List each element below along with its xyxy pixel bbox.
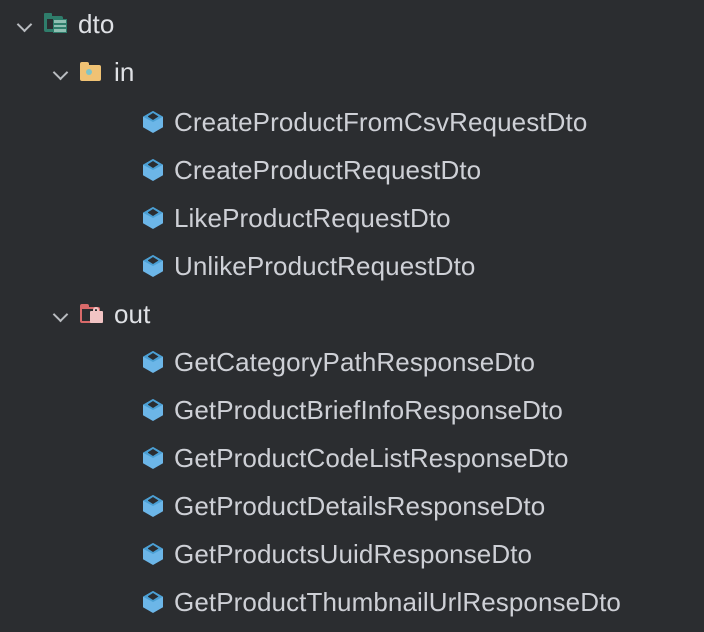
class-cube-icon (142, 350, 164, 374)
tree-node-label: GetProductBriefInfoResponseDto (174, 395, 563, 425)
folder-icon-red (80, 303, 104, 325)
tree-node-in[interactable]: in (0, 48, 704, 96)
class-cube-icon (142, 398, 164, 422)
tree-node-class[interactable]: GetProductBriefInfoResponseDto (0, 386, 704, 434)
tree-node-class[interactable]: CreateProductRequestDto (0, 146, 704, 194)
tree-node-out[interactable]: out (0, 290, 704, 338)
class-cube-icon (142, 590, 164, 614)
chevron-down-icon[interactable] (50, 61, 72, 83)
folder-icon-yellow (80, 61, 104, 83)
tree-node-class[interactable]: GetProductDetailsResponseDto (0, 482, 704, 530)
tree-node-label: UnlikeProductRequestDto (174, 251, 476, 281)
tree-node-label: GetProductCodeListResponseDto (174, 443, 569, 473)
class-cube-icon (142, 494, 164, 518)
tree-node-label: out (114, 299, 151, 329)
tree-node-class[interactable]: GetCategoryPathResponseDto (0, 338, 704, 386)
tree-node-class[interactable]: UnlikeProductRequestDto (0, 242, 704, 290)
tree-node-label: GetCategoryPathResponseDto (174, 347, 536, 377)
tree-node-label: CreateProductFromCsvRequestDto (174, 107, 588, 137)
tree-node-label: dto (78, 9, 115, 39)
module-folder-icon (44, 13, 68, 35)
chevron-down-icon[interactable] (50, 303, 72, 325)
tree-node-class[interactable]: CreateProductFromCsvRequestDto (0, 98, 704, 146)
tree-node-class[interactable]: LikeProductRequestDto (0, 194, 704, 242)
tree-node-label: LikeProductRequestDto (174, 203, 451, 233)
tree-node-label: in (114, 57, 135, 87)
class-cube-icon (142, 110, 164, 134)
chevron-down-icon[interactable] (14, 13, 36, 35)
class-cube-icon (142, 446, 164, 470)
tree-node-label: CreateProductRequestDto (174, 155, 482, 185)
tree-node-class[interactable]: GetProductCodeListResponseDto (0, 434, 704, 482)
tree-node-class[interactable]: GetProductsUuidResponseDto (0, 530, 704, 578)
tree-node-label: GetProductDetailsResponseDto (174, 491, 546, 521)
tree-node-dto[interactable]: dto (0, 0, 704, 48)
tree-node-label: GetProductThumbnailUrlResponseDto (174, 587, 621, 617)
class-cube-icon (142, 206, 164, 230)
class-cube-icon (142, 158, 164, 182)
tree-node-label: GetProductsUuidResponseDto (174, 539, 533, 569)
tree-node-class[interactable]: GetProductThumbnailUrlResponseDto (0, 578, 704, 626)
class-cube-icon (142, 542, 164, 566)
class-cube-icon (142, 254, 164, 278)
